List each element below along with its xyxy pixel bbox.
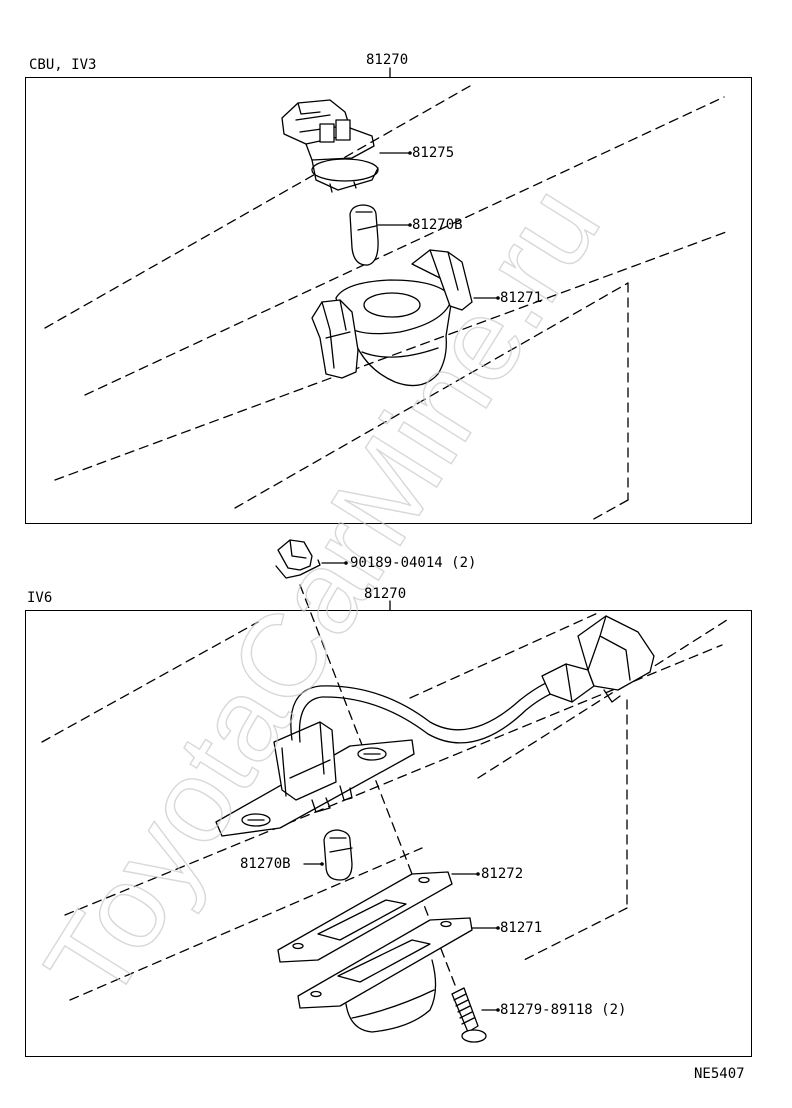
upper-section-frame [25, 77, 752, 524]
lower-panel-lines [41, 584, 728, 1001]
lower-variant-label: IV6 [27, 590, 53, 606]
lower-section-frame [25, 610, 752, 1057]
callout-81270B-lower: 81270B [240, 856, 291, 872]
socket-81275 [281, 99, 411, 193]
callout-81279: 81279-89118 (2) [500, 1002, 627, 1018]
callout-81271-upper: 81271 [500, 290, 543, 306]
callout-81271-lower: 81271 [500, 920, 543, 936]
lens-81271-upper [311, 249, 499, 387]
callout-81275: 81275 [412, 145, 455, 161]
bulb-81270B-lower [303, 829, 353, 881]
callout-90189: 90189-04014 (2) [350, 555, 477, 571]
gasket-81272 [277, 871, 479, 963]
lens-81271-lower [297, 917, 499, 1033]
callout-81270B-upper: 81270B [412, 217, 463, 233]
clip-90189 [275, 539, 347, 579]
upper-panel-lines [44, 85, 727, 521]
callout-81272: 81272 [481, 866, 524, 882]
upper-assembly-number: 81270 [366, 52, 409, 68]
upper-variant-label: CBU, IV3 [29, 57, 97, 73]
bulb-81270B-upper [349, 204, 411, 266]
diagram-id: NE5407 [694, 1066, 745, 1082]
leader-dots [320, 151, 500, 1012]
socket-harness [215, 615, 655, 837]
screw-81279 [451, 987, 499, 1043]
lower-assembly-number: 81270 [364, 586, 407, 602]
